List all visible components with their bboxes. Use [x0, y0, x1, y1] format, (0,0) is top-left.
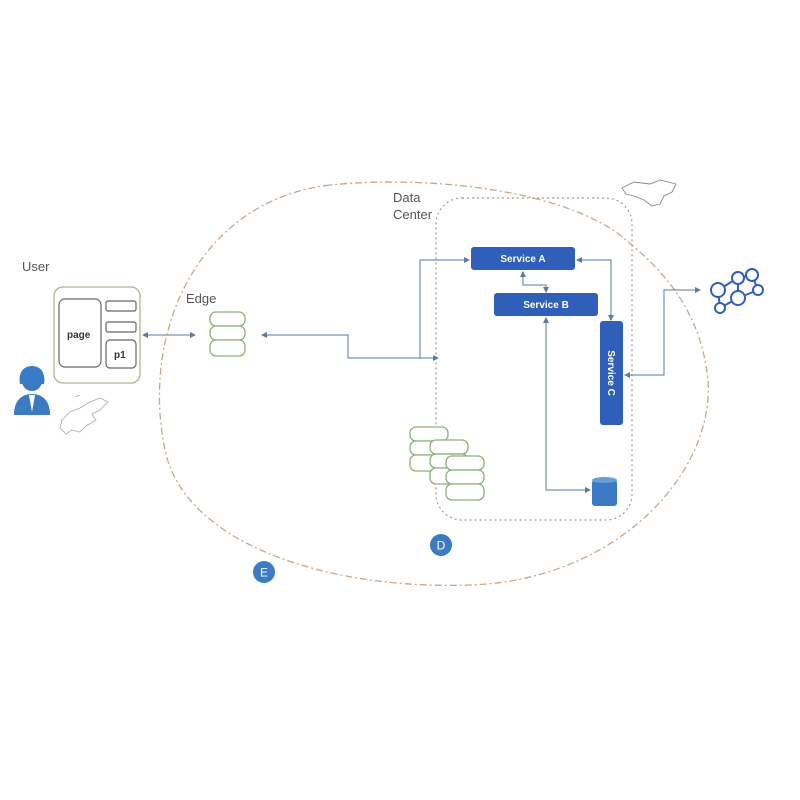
- page-block-label: page: [67, 330, 91, 341]
- service-a-box[interactable]: Service A: [471, 247, 575, 270]
- service-b-label: Service B: [523, 300, 569, 311]
- network-people-icon: [710, 268, 764, 314]
- connection-arrows: [142, 257, 701, 493]
- service-a-label: Service A: [500, 254, 545, 265]
- data-center-database-stack-icon: [409, 426, 485, 501]
- marker-d-label: D: [437, 539, 446, 553]
- user-person-icon: [14, 366, 50, 415]
- p1-block-label: p1: [114, 350, 126, 361]
- marker-d: D: [430, 534, 452, 556]
- edge-label: Edge: [186, 291, 216, 306]
- service-c-box[interactable]: Service C: [600, 321, 623, 425]
- north-america-map-icon: [621, 179, 677, 207]
- data-center-label-1: Data: [393, 190, 421, 205]
- service-b-box[interactable]: Service B: [494, 293, 598, 316]
- data-center-boundary: [435, 197, 633, 521]
- browser-window: page p1: [53, 286, 141, 384]
- edge-database-icon: [209, 311, 246, 357]
- edge-boundary: [158, 181, 709, 587]
- marker-e: E: [253, 561, 275, 583]
- service-database-icon: [592, 477, 617, 506]
- europe-map-icon: [59, 394, 109, 435]
- marker-e-label: E: [260, 566, 268, 580]
- data-center-label-2: Center: [393, 207, 433, 222]
- service-c-label: Service C: [605, 350, 616, 396]
- user-label: User: [22, 259, 50, 274]
